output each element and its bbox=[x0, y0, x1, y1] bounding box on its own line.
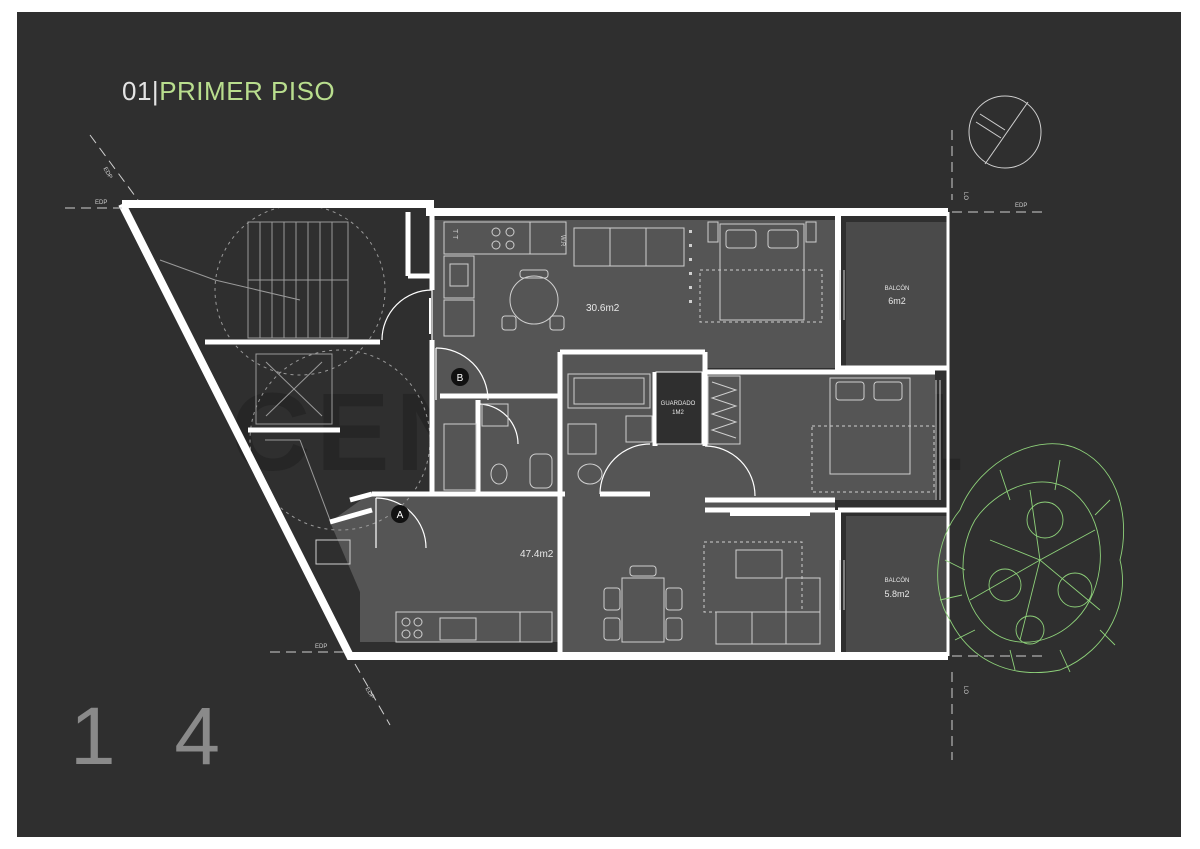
kitchen-unit-b bbox=[443, 221, 567, 337]
floor-name: PRIMER PISO bbox=[159, 76, 336, 106]
balcony-bottom-label: BALCÓN bbox=[885, 577, 910, 584]
page-title: 01|PRIMER PISO bbox=[122, 76, 335, 107]
svg-text:LO: LO bbox=[962, 192, 968, 200]
door-swings bbox=[375, 289, 756, 549]
title-separator: | bbox=[151, 76, 160, 106]
floor-fill bbox=[330, 220, 838, 652]
balcony-bottom-area: 5.8m2 bbox=[884, 589, 909, 599]
setback-labels: EDP EDP EDP EDP EDP LO LO bbox=[95, 166, 1027, 700]
north-arrow-icon bbox=[968, 95, 1042, 169]
marker-wr: W.R bbox=[559, 235, 565, 247]
dining-table-unit-a bbox=[603, 565, 683, 643]
wardrobe bbox=[707, 375, 741, 445]
storage-room bbox=[655, 371, 703, 445]
sofa-unit-b bbox=[573, 227, 685, 267]
balcony-top bbox=[846, 222, 948, 366]
bathroom-a bbox=[567, 373, 653, 485]
window-sill bbox=[730, 510, 810, 516]
exterior-walls bbox=[118, 200, 950, 660]
area-unit-b: 30.6m2 bbox=[586, 303, 620, 314]
svg-text:B: B bbox=[457, 373, 464, 384]
storage-label: GUARDADO bbox=[661, 401, 696, 407]
storage-area: 1M2 bbox=[672, 410, 684, 416]
bed-unit-a bbox=[811, 377, 935, 493]
interior-walls bbox=[205, 212, 935, 652]
bathroom-b bbox=[443, 403, 553, 491]
svg-text:A: A bbox=[397, 510, 404, 521]
balcony-bottom bbox=[846, 516, 948, 656]
partition-dots bbox=[689, 230, 692, 303]
windows bbox=[429, 270, 941, 610]
kitchen-unit-a bbox=[315, 539, 553, 643]
marker-tt: T T bbox=[451, 229, 458, 240]
area-unit-a: 47.4m2 bbox=[520, 549, 554, 560]
balcony-top-label: BALCÓN bbox=[885, 285, 910, 292]
bed-unit-b bbox=[699, 221, 823, 323]
svg-text:EDP: EDP bbox=[95, 200, 107, 206]
floor-number: 01 bbox=[122, 76, 152, 106]
balcony-top-area: 6m2 bbox=[888, 296, 906, 306]
svg-text:EDP: EDP bbox=[1015, 203, 1027, 209]
tree-icon bbox=[937, 443, 1125, 673]
svg-text:EDP: EDP bbox=[315, 644, 327, 650]
page-number: 1 4 bbox=[70, 691, 238, 782]
common-area bbox=[159, 204, 431, 531]
svg-text:LO: LO bbox=[962, 686, 968, 694]
living-unit-a bbox=[703, 541, 821, 645]
setback-lines bbox=[65, 130, 1045, 760]
round-table bbox=[501, 269, 565, 331]
bedroom-floor bbox=[705, 372, 935, 500]
svg-text:EDP: EDP bbox=[102, 166, 113, 180]
unit-marker-a: A bbox=[391, 505, 409, 523]
unit-marker-b: B bbox=[451, 368, 469, 386]
svg-text:EDP: EDP bbox=[364, 686, 375, 700]
